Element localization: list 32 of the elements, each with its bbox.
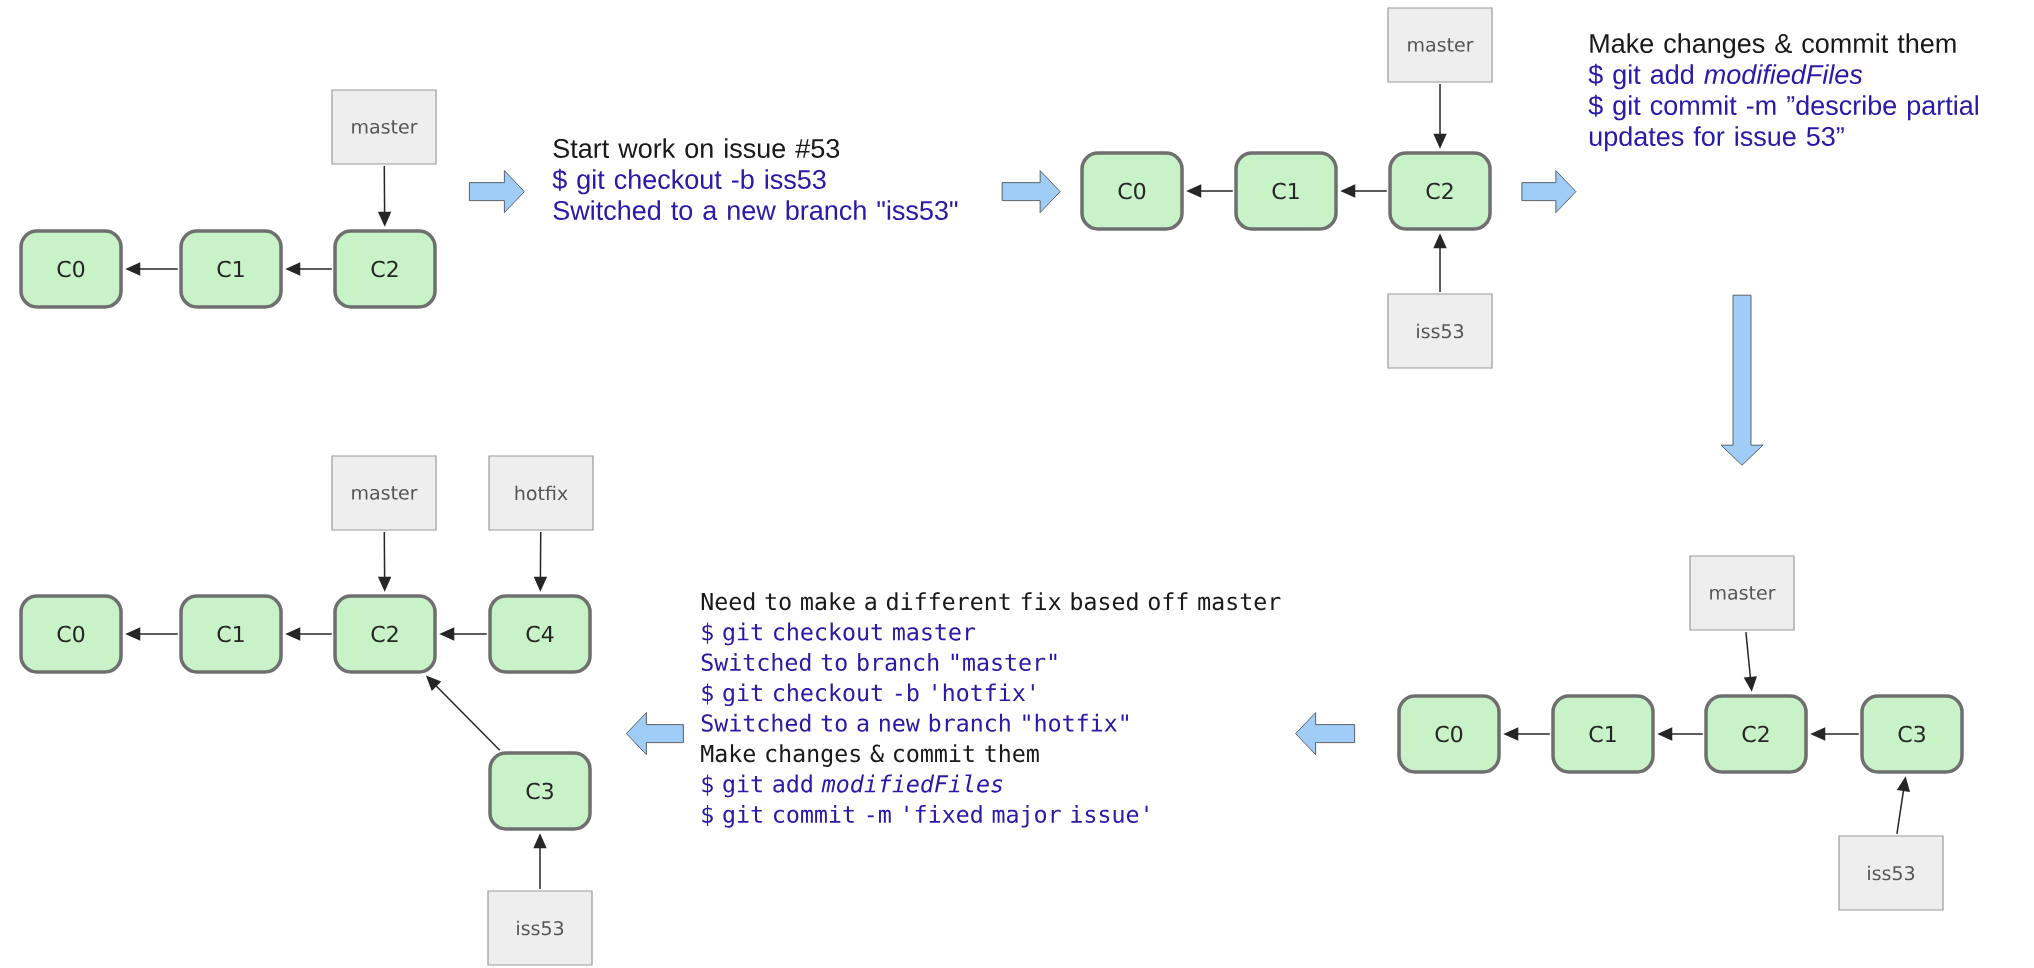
branch-label-box: iss53 (1838, 835, 1944, 911)
branch-label-box: master (331, 455, 437, 531)
block-arrow (469, 170, 525, 213)
annotation-text: Start work on issue #53 $ git checkout -b iss53 Switched to a new branch "iss53" (552, 138, 958, 221)
commit-node: C2 (333, 594, 437, 674)
commit-node: C1 (1551, 694, 1655, 774)
block-arrow (1295, 712, 1356, 755)
commit-node: C2 (1388, 151, 1492, 231)
commit-node: C2 (333, 229, 437, 309)
commit-node: C3 (1860, 694, 1964, 774)
commit-node: C1 (179, 229, 283, 309)
commit-node: C0 (1080, 151, 1184, 231)
block-arrow (1521, 170, 1577, 213)
commit-node: C3 (488, 751, 592, 831)
branch-label-box: master (331, 89, 437, 165)
block-arrow (1001, 170, 1061, 213)
commit-node: C4 (488, 594, 592, 674)
commit-node: C1 (1234, 151, 1338, 231)
commit-node: C2 (1704, 694, 1808, 774)
commit-node: C1 (179, 594, 283, 674)
annotation-text: Need to make a different fix based off master $ git checkout master Switched to branch "master" $ git checkout -b 'hotfix' Switched to a new branch "hotfix" Make changes & commit them $ git add modifiedFiles $ git commit -m 'fixed major issue' (701, 592, 1281, 828)
annotation-text: Make changes & commit them $ git add modifiedFiles $ git commit -m ”describe partial updates for issue 53” (1588, 33, 1978, 152)
branch-label-box: master (1387, 7, 1493, 83)
branch-label-box: iss53 (1387, 293, 1493, 369)
branch-label-box: iss53 (487, 890, 593, 966)
branch-label-box: master (1689, 555, 1795, 631)
commit-node: C0 (19, 229, 123, 309)
block-arrow (1720, 294, 1764, 466)
commit-node: C0 (19, 594, 123, 674)
commit-node: C0 (1397, 694, 1501, 774)
branch-label-box: hotfix (488, 455, 594, 531)
block-arrow (626, 712, 684, 755)
